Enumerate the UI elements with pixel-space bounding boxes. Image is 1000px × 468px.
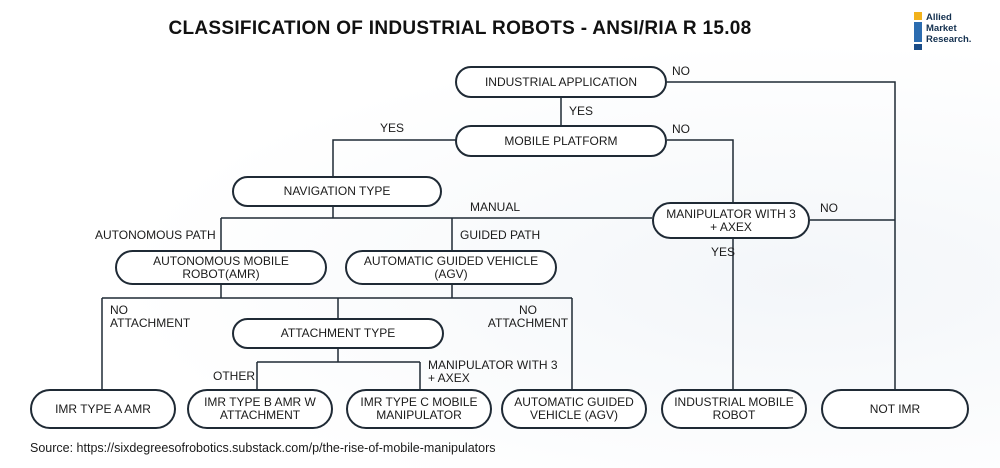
edge-platform-no — [667, 139, 734, 202]
label-manual: MANUAL — [470, 200, 521, 214]
node-imr-type-a: IMR TYPE A AMR — [30, 389, 176, 429]
node-mobile-platform: MOBILE PLATFORM — [455, 125, 667, 157]
label-guided-path: GUIDED PATH — [460, 228, 541, 242]
label-no-2: NO — [672, 122, 690, 136]
page-title: CLASSIFICATION OF INDUSTRIAL ROBOTS - AN… — [168, 18, 752, 39]
node-agv-top: AUTOMATIC GUIDED VEHICLE (AGV) — [345, 250, 557, 285]
logo-text: Allied Market Research. — [926, 12, 972, 45]
node-agv-bottom: AUTOMATIC GUIDED VEHICLE (AGV) — [501, 389, 647, 429]
label-manipulator-axex: MANIPULATOR WITH 3 + AXEX — [428, 358, 558, 385]
edge-attachment-branches — [256, 348, 421, 390]
node-autonomous-mobile-robot: AUTONOMOUS MOBILE ROBOT(AMR) — [115, 250, 327, 285]
node-navigation-type: NAVIGATION TYPE — [232, 176, 442, 207]
allied-market-research-logo: Allied Market Research. — [914, 10, 994, 54]
source-citation: Source: https://sixdegreesofrobotics.sub… — [30, 441, 496, 455]
node-manipulator-3-axex: MANIPULATOR WITH 3 + AXEX — [652, 202, 810, 239]
label-yes-3: YES — [711, 245, 736, 259]
node-industrial-mobile-robot: INDUSTRIAL MOBILE ROBOT — [661, 389, 807, 429]
label-no-attachment-left: NO ATTACHMENT — [110, 303, 191, 330]
edge-navigation-bus — [220, 206, 652, 250]
label-no-1: NO — [672, 64, 690, 78]
label-other: OTHER — [213, 369, 255, 383]
label-yes-1: YES — [569, 104, 594, 118]
edge-app-no — [667, 81, 896, 390]
node-imr-type-b: IMR TYPE B AMR W ATTACHMENT — [187, 389, 333, 429]
edge-platform-yes — [332, 139, 456, 176]
label-no-attachment-right: NO ATTACHMENT — [487, 303, 569, 330]
node-industrial-application: INDUSTRIAL APPLICATION — [455, 66, 667, 98]
logo-mark-icon — [914, 12, 927, 52]
label-yes-2: YES — [380, 121, 405, 135]
label-autonomous-path: AUTONOMOUS PATH — [95, 228, 216, 242]
node-not-imr: NOT IMR — [821, 389, 969, 429]
node-imr-type-c: IMR TYPE C MOBILE MANIPULATOR — [346, 389, 492, 429]
node-attachment-type: ATTACHMENT TYPE — [232, 318, 444, 349]
label-no-3: NO — [820, 201, 838, 215]
